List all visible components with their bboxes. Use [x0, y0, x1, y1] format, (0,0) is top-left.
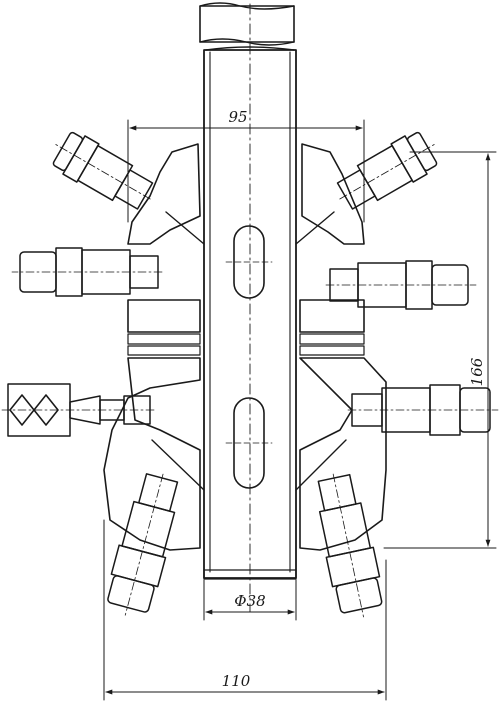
socket-lower-left-sectioned [1, 383, 155, 437]
dimension-diameter-bottom [203, 579, 297, 621]
socket-upper-right [336, 131, 438, 210]
dimension-width-bottom [103, 519, 387, 701]
cone-shoulders [151, 211, 347, 491]
dimension-label-width-top: 95 [228, 108, 247, 126]
insulator-body [103, 143, 387, 551]
socket-bottom-left [107, 473, 179, 616]
dimension-width-top [127, 119, 365, 223]
dimension-label-height-right: 166 [468, 357, 486, 386]
dimension-label-diameter: Φ38 [234, 592, 265, 610]
socket-mid-left [11, 247, 163, 297]
socket-bottom-right [317, 473, 383, 618]
socket-lower-right [347, 384, 499, 436]
socket-upper-left [52, 131, 154, 210]
central-tube [199, 2, 297, 613]
hatched-plates [127, 333, 365, 356]
dimension-label-width-bottom: 110 [222, 672, 251, 690]
dimension-height-right [383, 151, 497, 549]
socket-mid-right [325, 260, 477, 310]
